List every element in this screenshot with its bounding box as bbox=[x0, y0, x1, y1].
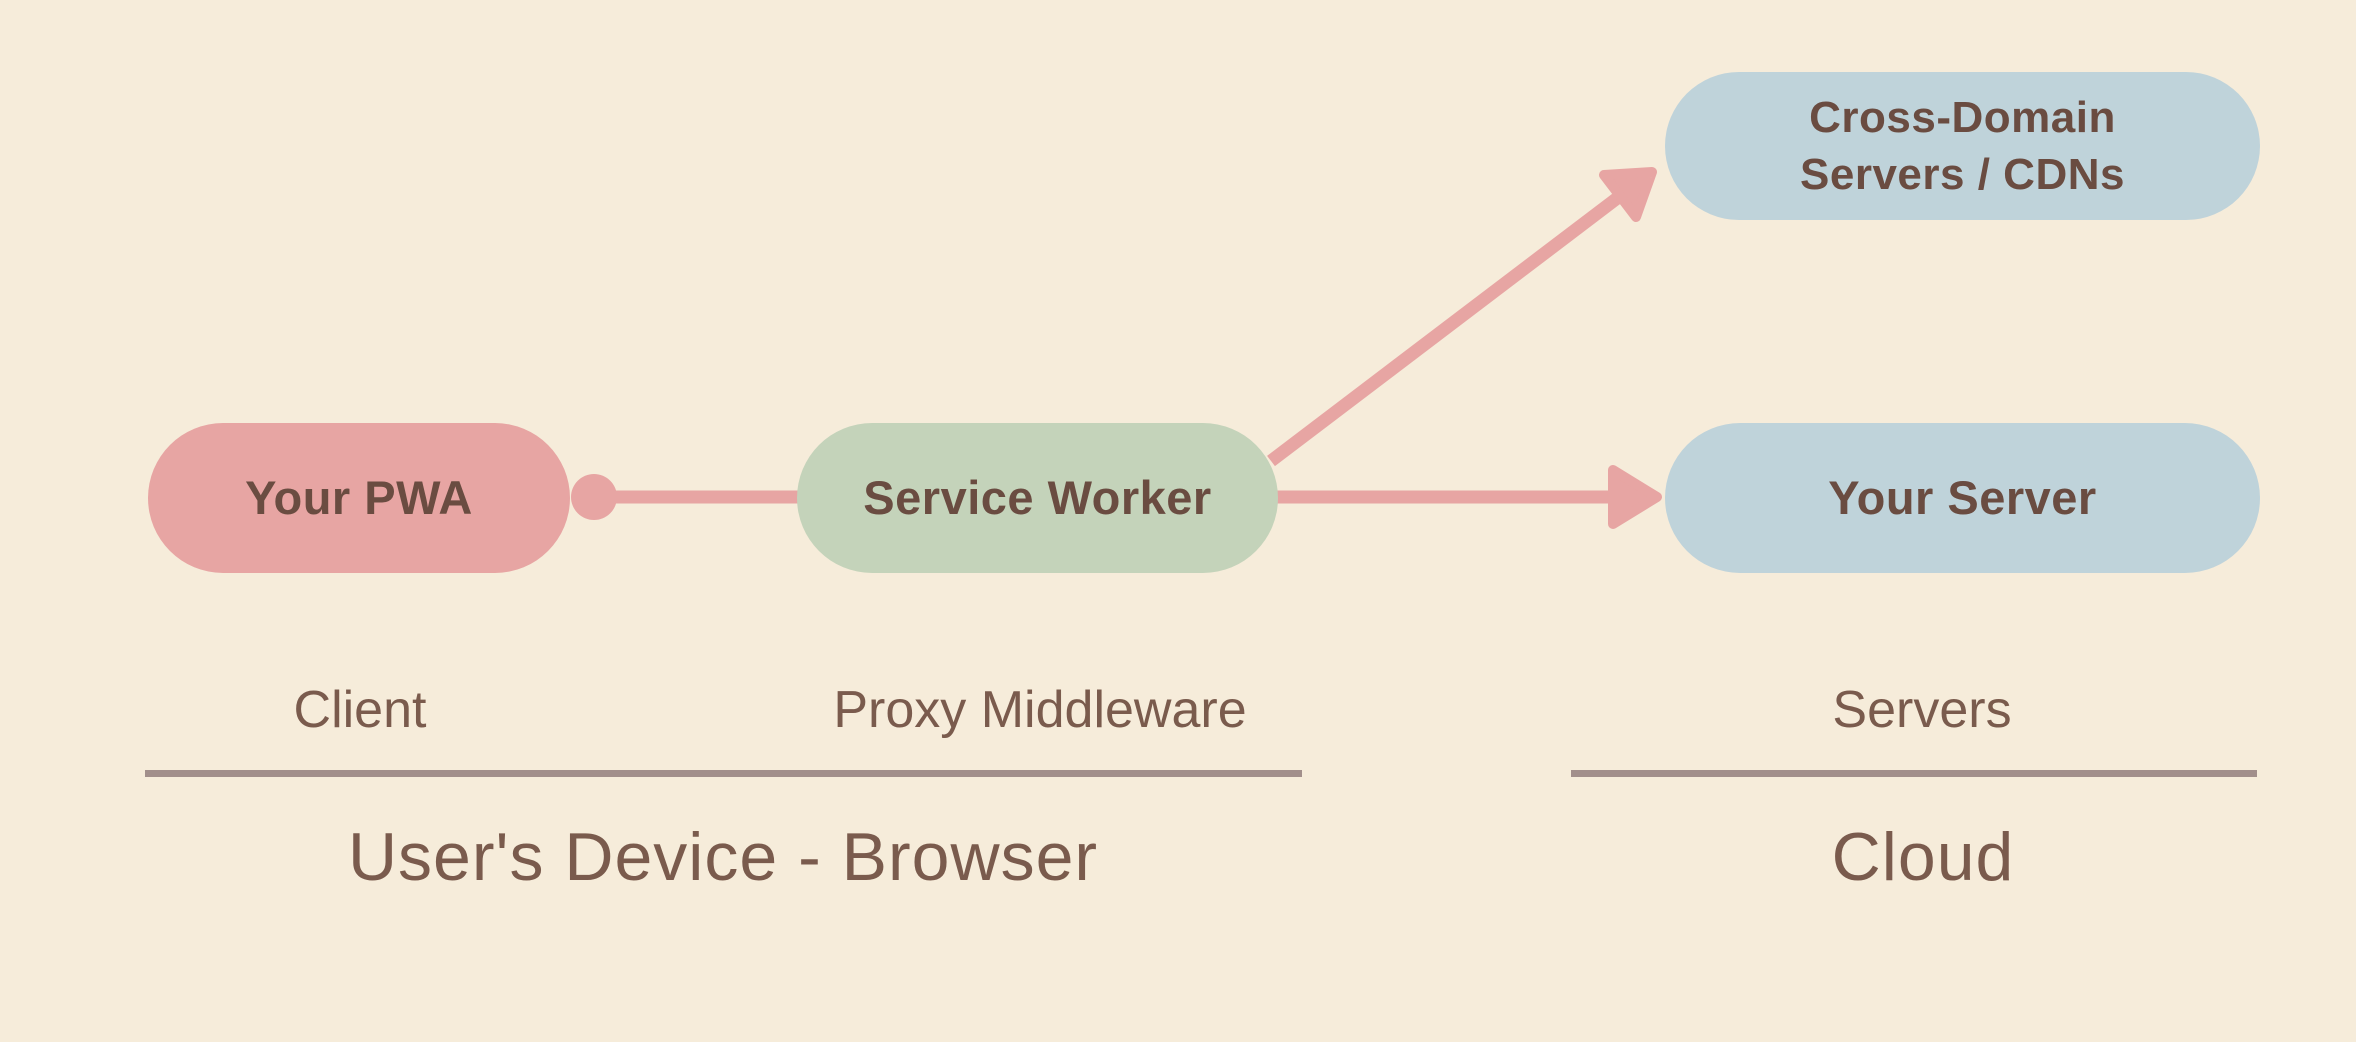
node-service-worker-label: Service Worker bbox=[863, 471, 1212, 525]
node-your-pwa: Your PWA bbox=[148, 423, 570, 573]
label-client: Client bbox=[293, 681, 427, 739]
label-servers: Servers bbox=[1832, 681, 2012, 739]
node-your-pwa-label: Your PWA bbox=[245, 471, 473, 525]
node-cross-domain-label-line1: Cross-Domain bbox=[1809, 92, 2116, 142]
label-users-device-browser: User's Device - Browser bbox=[347, 819, 1099, 895]
node-cross-domain-label-line2: Servers / CDNs bbox=[1800, 150, 2125, 199]
node-your-server: Your Server bbox=[1665, 423, 2260, 573]
divider-cloud bbox=[1571, 770, 2257, 777]
divider-users-device bbox=[145, 770, 1302, 777]
node-service-worker: Service Worker bbox=[797, 423, 1278, 573]
node-your-server-label: Your Server bbox=[1828, 471, 2097, 525]
connector-dot bbox=[571, 474, 617, 520]
arrowhead-to-cross-domain-icon bbox=[1599, 167, 1657, 222]
label-cloud: Cloud bbox=[1831, 819, 2015, 895]
label-proxy-middleware: Proxy Middleware bbox=[833, 681, 1247, 739]
arrow-shaft-to-cross-domain bbox=[1267, 190, 1624, 467]
node-cross-domain-label: Cross-Domain Servers / CDNs bbox=[1800, 89, 2125, 203]
node-cross-domain-servers: Cross-Domain Servers / CDNs bbox=[1665, 72, 2260, 220]
arrowhead-to-your-server-icon bbox=[1608, 465, 1662, 529]
